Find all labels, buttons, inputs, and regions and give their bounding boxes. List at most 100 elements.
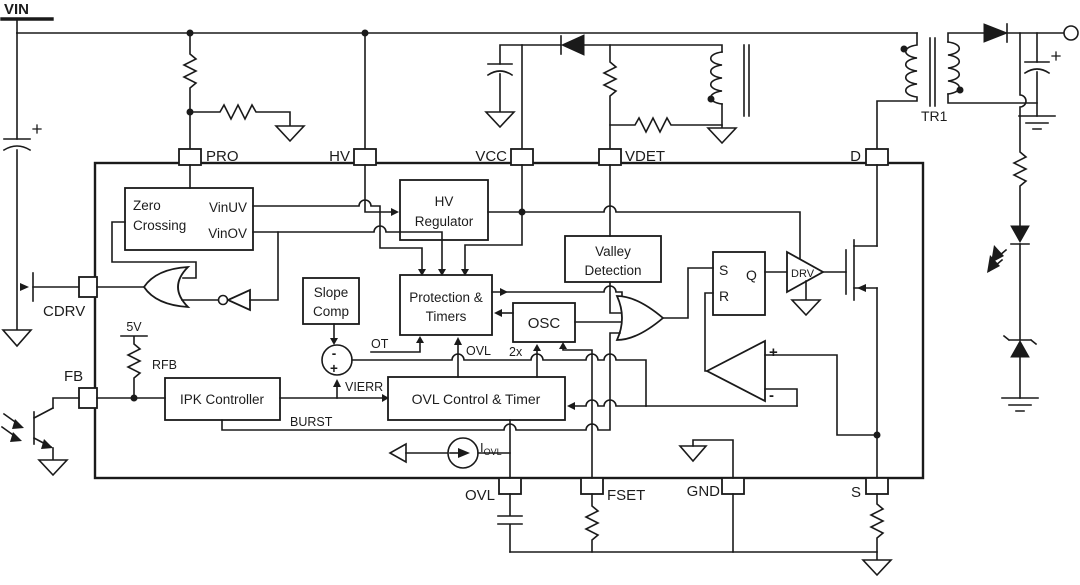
ot-label: OT	[371, 337, 389, 351]
inverter-icon	[225, 288, 251, 312]
pin-labels: PRO HV VCC VDET D CDRV FB OVL FSET GND S	[43, 148, 861, 504]
fb-label: FB	[64, 368, 83, 385]
vcc-diode-icon	[560, 34, 585, 56]
valley-detection-block	[564, 235, 662, 283]
drv-label: DRV	[791, 268, 815, 280]
vcc-vdet-network	[484, 34, 723, 150]
vin-terminal: VIN	[0, 1, 54, 34]
ground-icon	[790, 299, 822, 317]
secondary-feedback-chain	[987, 32, 1039, 412]
pin-fset	[580, 477, 604, 495]
protection-timers-label: Protection &	[409, 290, 483, 305]
internal-mosfet-icon	[845, 239, 878, 301]
ovl-pin-label: OVL	[465, 487, 495, 504]
bottom-external-network	[497, 493, 893, 577]
ground-icon	[37, 459, 69, 477]
cdrv-label: CDRV	[43, 303, 85, 320]
ground-icon	[484, 111, 516, 129]
pro-network	[182, 29, 306, 150]
slope-comp-block	[302, 277, 360, 325]
opto-transistor	[0, 397, 80, 477]
sr-latch-block	[712, 251, 766, 316]
ground-icon	[706, 127, 738, 145]
burst-label: BURST	[290, 415, 333, 429]
transformer-tr1: TR1	[876, 32, 1038, 150]
2x-label: 2x	[509, 345, 523, 359]
latch-q-label: Q	[746, 267, 757, 283]
5v-label: 5V	[126, 320, 142, 334]
ipk-controller-label: IPK Controller	[180, 392, 265, 407]
ground-icon	[1, 329, 33, 348]
vinov-label: VinOV	[208, 226, 247, 241]
ic-signal-labels: OT OVL 2x BURST IOVL	[290, 337, 523, 457]
ground-icon	[861, 559, 893, 577]
cdrv-external-mosfet	[20, 272, 80, 302]
winding-dot-icon	[707, 95, 715, 103]
pin-pro	[178, 148, 202, 166]
sum-minus-label: -	[332, 346, 337, 361]
iovl-current-source	[388, 437, 511, 469]
pin-ovl	[498, 477, 522, 495]
pin-gnd	[721, 477, 745, 495]
protection-timers-label: Timers	[426, 309, 467, 324]
ovl-control-timer-block	[387, 376, 566, 421]
winding-dot-icon	[956, 86, 964, 94]
hv-regulator-label: Regulator	[415, 214, 474, 229]
vdet-label: VDET	[625, 148, 665, 165]
inverter-bubble-icon	[217, 294, 229, 306]
ovl-signal-label: OVL	[466, 344, 491, 358]
pin-d	[865, 148, 889, 166]
osc-label: OSC	[528, 315, 561, 332]
set-or-gate-icon	[615, 295, 665, 341]
ground-icon	[678, 445, 708, 463]
hv-label: HV	[329, 148, 350, 165]
iovl-label: IOVL	[480, 440, 502, 457]
ic-blocks: Zero Crossing VinUV VinOV HV Regulator S…	[124, 179, 766, 421]
pin-hv	[353, 148, 377, 166]
earth-ground-icon	[1018, 115, 1056, 130]
comparator-minus-label: -	[769, 387, 774, 404]
hv-regulator-label: HV	[435, 194, 454, 209]
fset-label: FSET	[607, 487, 645, 504]
zero-crossing-label: Zero	[133, 198, 161, 213]
protection-timers-block	[399, 274, 493, 336]
buffer-icon	[388, 442, 407, 464]
zero-crossing-label: Crossing	[133, 218, 186, 233]
d-label: D	[850, 148, 861, 165]
ovl-control-timer-label: OVL Control & Timer	[412, 391, 541, 407]
drv-buffer-icon	[786, 250, 825, 294]
output-rectifier	[983, 23, 1079, 130]
slope-comp-label: Comp	[313, 304, 349, 319]
valley-detection-label: Valley	[595, 244, 631, 259]
earth-ground-icon	[1001, 397, 1039, 412]
aux-winding	[706, 44, 750, 145]
hv-regulator-block	[399, 179, 489, 241]
rfb-label: RFB	[152, 358, 177, 372]
vcc-label: VCC	[475, 148, 507, 165]
ic-wires: DRV + - - + VIERR	[96, 164, 881, 479]
output-diode-icon	[983, 23, 1009, 43]
pin-vcc	[510, 148, 534, 166]
sum-plus-label: +	[330, 361, 338, 376]
pin-cdrv	[78, 276, 98, 298]
gnd-label: GND	[687, 483, 721, 500]
opto-led-icon	[1010, 225, 1030, 244]
bulk-capacitor	[2, 32, 42, 331]
vin-label: VIN	[4, 1, 29, 18]
latch-r-label: R	[719, 288, 729, 304]
slope-comp-label: Slope	[314, 285, 349, 300]
output-terminal-icon	[1063, 25, 1079, 41]
pwm-comparator-icon	[705, 339, 766, 403]
zero-crossing-block	[124, 187, 254, 251]
pin-s	[865, 477, 889, 495]
s-label: S	[851, 484, 861, 501]
ic-pins	[78, 148, 889, 495]
comparator-plus-label: +	[769, 344, 778, 361]
cdrv-or-gate-icon	[142, 265, 191, 309]
vinuv-label: VinUV	[209, 200, 247, 215]
pro-label: PRO	[206, 148, 239, 165]
tr1-label: TR1	[921, 108, 948, 124]
ipk-controller-block	[164, 377, 281, 421]
